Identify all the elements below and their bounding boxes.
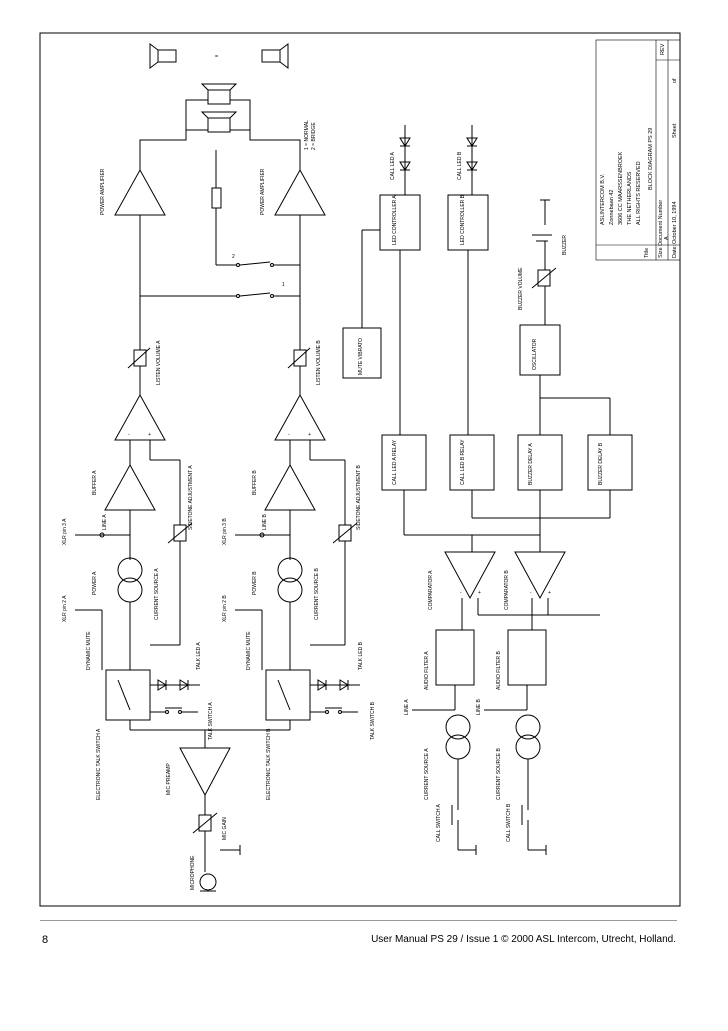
dynamic-mute-a-label: DYNAMIC MUTE [86, 631, 92, 670]
company-line-1: ASLINTERCOM B.V. [600, 173, 606, 225]
power-b-label: POWER B [252, 571, 258, 595]
call-led-a-label: CALL LED A [390, 151, 396, 180]
buzzer-relay-a-label: BUZZER DELAY A [528, 443, 534, 485]
listen-volume-a-label: LISTEN VOLUME A [156, 340, 162, 385]
mic-chain: MIC PREAMP MIC GAIN MICROPHONE [130, 729, 290, 892]
svg-text:-: - [460, 590, 462, 596]
current-source-a2-label: CURRENT SOURCE A [424, 748, 430, 800]
drawing-frame [39, 32, 681, 907]
sidetone-b-label: SIDETONE ADJUSTMENT B [356, 465, 362, 530]
audio-filter-b-label: AUDIO FILTER B [496, 651, 502, 690]
rev-label: REV [660, 43, 666, 55]
led-controller-a-label: LED CONTROLLER A [392, 195, 398, 245]
title-value: BLOCK DIAGRAM PS 29 [648, 128, 654, 190]
talk-switch-b-label: TALK SWITCH B [370, 701, 376, 740]
xlr-pin2-a-label: XLR pin 2 A [62, 595, 68, 622]
line-a2-label: LINE A [404, 699, 410, 715]
buffer-b-label: BUFFER B [252, 470, 258, 495]
mute-vibrato-label: MUTE VIBRATO [358, 338, 364, 375]
power-amplifier-b-label: POWER AMPLIFIER [260, 168, 266, 215]
svg-text:+: + [548, 590, 551, 596]
channel-b: LISTEN VOLUME B - + BUFFER B SIDETONE AD… [222, 340, 376, 800]
company-line-2: Zonnebaan 42 [609, 190, 615, 225]
svg-text:=: = [215, 54, 218, 60]
speaker-normal-label: 1 = NORMAL [304, 120, 310, 150]
page-number: 8 [42, 934, 49, 946]
electronic-talk-b-label: ELECTRONIC TALK SWITCH B [266, 728, 272, 800]
svg-text:-: - [530, 590, 532, 596]
sidetone-a-label: SIDETONE ADJUSTMENT A [188, 465, 194, 530]
mic-gain-label: MIC GAIN [222, 817, 228, 840]
oscillator-label: OSCILLATOR [532, 338, 538, 370]
footer-rule [40, 920, 677, 921]
buzzer-volume-label: BUZZER VOLUME [518, 267, 524, 310]
listen-volume-b-label: LISTEN VOLUME B [316, 340, 322, 385]
call-section: MUTE VIBRATO LED CONTROLLER A LED CONTRO… [342, 125, 633, 855]
microphone-label: MICROPHONE [190, 855, 196, 890]
sheet-value: of [672, 78, 678, 83]
speaker-bridge-label: 2 = BRIDGE [311, 122, 317, 150]
buzzer-relay-b-label: BUZZER DELAY B [598, 442, 604, 485]
talk-led-a-label: TALK LED A [196, 642, 202, 670]
current-source-b-label: CURRENT SOURCE B [314, 567, 320, 620]
power-amplifier-b: POWER AMPLIFIER [260, 150, 326, 350]
footer-text: User Manual PS 29 / Issue 1 © 2000 ASL I… [371, 934, 676, 945]
audio-filter-a-label: AUDIO FILTER A [424, 651, 430, 690]
date-label: Date: [672, 244, 678, 258]
buffer-a-label: BUFFER A [92, 470, 98, 495]
company-line-4: THE NETHERLANDS [627, 171, 633, 225]
switch-label-2: 2 [232, 254, 235, 260]
power-a-label: POWER A [92, 571, 98, 595]
dynamic-mute-b-label: DYNAMIC MUTE [246, 631, 252, 670]
sheet-label: Sheet [672, 123, 678, 138]
title-label: Title [644, 248, 650, 258]
call-switch-b-label: CALL SWITCH B [506, 803, 512, 842]
svg-text:+: + [148, 432, 151, 438]
svg-text:-: - [128, 432, 130, 438]
electronic-talk-a-label: ELECTRONIC TALK SWITCH A [96, 728, 102, 800]
svg-text:-: - [288, 432, 290, 438]
line-b-label: LINE B [262, 513, 268, 530]
power-amplifier-label: POWER AMPLIFIER [100, 168, 106, 215]
switch-label-1: 1 [282, 282, 285, 288]
talk-switch-a-label: TALK SWITCH A [208, 702, 214, 740]
bridge-switch: 1 2 [140, 150, 300, 298]
comparator-b-label: COMPARATOR B [504, 570, 510, 610]
xlr-pin3-a-label: XLR pin 3 A [62, 518, 68, 545]
line-a-label: LINE A [102, 514, 108, 530]
call-led-relay-b-label: CALL LED B RELAY [460, 439, 466, 485]
date-value: October 10, 1994 [672, 201, 678, 244]
call-led-relay-a-label: CALL LED A RELAY [392, 439, 398, 485]
talk-led-b-label: TALK LED B [358, 641, 364, 670]
xlr-pin3-b-label: XLR pin 3 B [222, 518, 228, 545]
power-amplifier-a: POWER AMPLIFIER [100, 150, 166, 350]
mic-preamp-label: MIC PREAMP [166, 763, 172, 795]
call-led-b-label: CALL LED B [457, 151, 463, 180]
svg-text:+: + [308, 432, 311, 438]
xlr-pin2-b-label: XLR pin 2 B [222, 595, 228, 622]
led-controller-b-label: LED CONTROLLER B [460, 194, 466, 245]
company-line-5: ALL RIGHTS RESERVED [636, 161, 642, 225]
buzzer-label: BUZZER [562, 235, 568, 255]
current-source-a-label: CURRENT SOURCE A [154, 568, 160, 620]
company-line-3: 3606 CC MAARSSENBROEK [618, 151, 624, 225]
doc-label: Document Number [658, 200, 664, 246]
current-source-b2-label: CURRENT SOURCE B [496, 747, 502, 800]
channel-a: LISTEN VOLUME A - + BUFFER A SIDETONE AD… [62, 340, 214, 800]
speakers: = 1 = NORMAL 2 = BRIDGE [139, 43, 317, 150]
svg-text:+: + [478, 590, 481, 596]
call-switch-a-label: CALL SWITCH A [436, 803, 442, 842]
size-label: Size [658, 247, 664, 258]
size-value: A [664, 236, 670, 240]
title-block: ASLINTERCOM B.V. Zonnebaan 42 3606 CC MA… [595, 39, 681, 261]
line-b2-label: LINE B [476, 698, 482, 715]
comparator-a-label: COMPARATOR A [428, 570, 434, 610]
